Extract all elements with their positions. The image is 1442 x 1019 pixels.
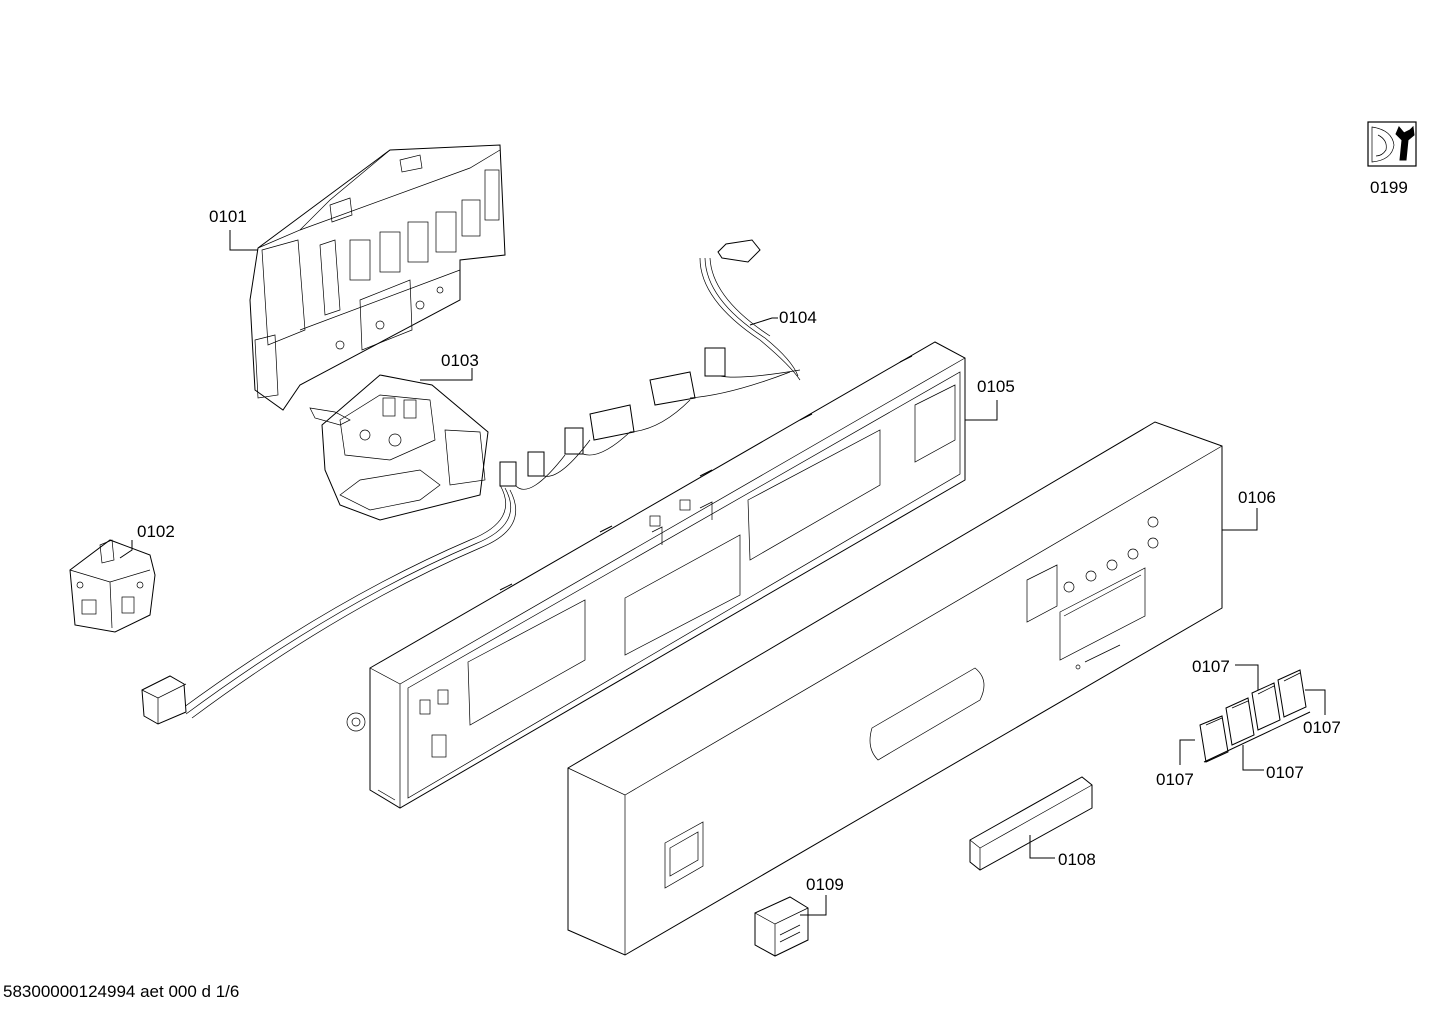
callout-0105: 0105 xyxy=(977,377,1015,396)
part-0102-small-switch xyxy=(69,539,156,633)
callout-0107-top: 0107 xyxy=(1192,657,1230,676)
callout-0103: 0103 xyxy=(441,351,479,370)
callout-0109: 0109 xyxy=(806,875,844,894)
part-0199-service-icon xyxy=(1367,121,1417,167)
part-0103-switch-block xyxy=(309,374,489,521)
callout-0102: 0102 xyxy=(137,522,175,541)
part-0108-trim-strip xyxy=(969,776,1093,871)
document-id: 58300000124994 aet 000 d 1/6 xyxy=(3,982,239,1001)
callout-0106: 0106 xyxy=(1238,488,1276,507)
callout-0107-bottom-left: 0107 xyxy=(1156,770,1194,789)
part-0104-wiring-harness xyxy=(141,239,801,725)
callout-0101: 0101 xyxy=(209,207,247,226)
part-0107-button-keys xyxy=(1199,669,1311,763)
callout-0108: 0108 xyxy=(1058,850,1096,869)
part-0105-panel-frame xyxy=(346,341,966,809)
callout-0107-bottom-right: 0107 xyxy=(1266,763,1304,782)
callout-0104: 0104 xyxy=(779,308,817,327)
part-0101-electronic-module xyxy=(249,144,506,411)
callout-0107-right: 0107 xyxy=(1303,718,1341,737)
callout-0199: 0199 xyxy=(1370,178,1408,197)
part-0109-cap xyxy=(754,896,809,957)
part-0106-front-panel xyxy=(567,421,1223,956)
